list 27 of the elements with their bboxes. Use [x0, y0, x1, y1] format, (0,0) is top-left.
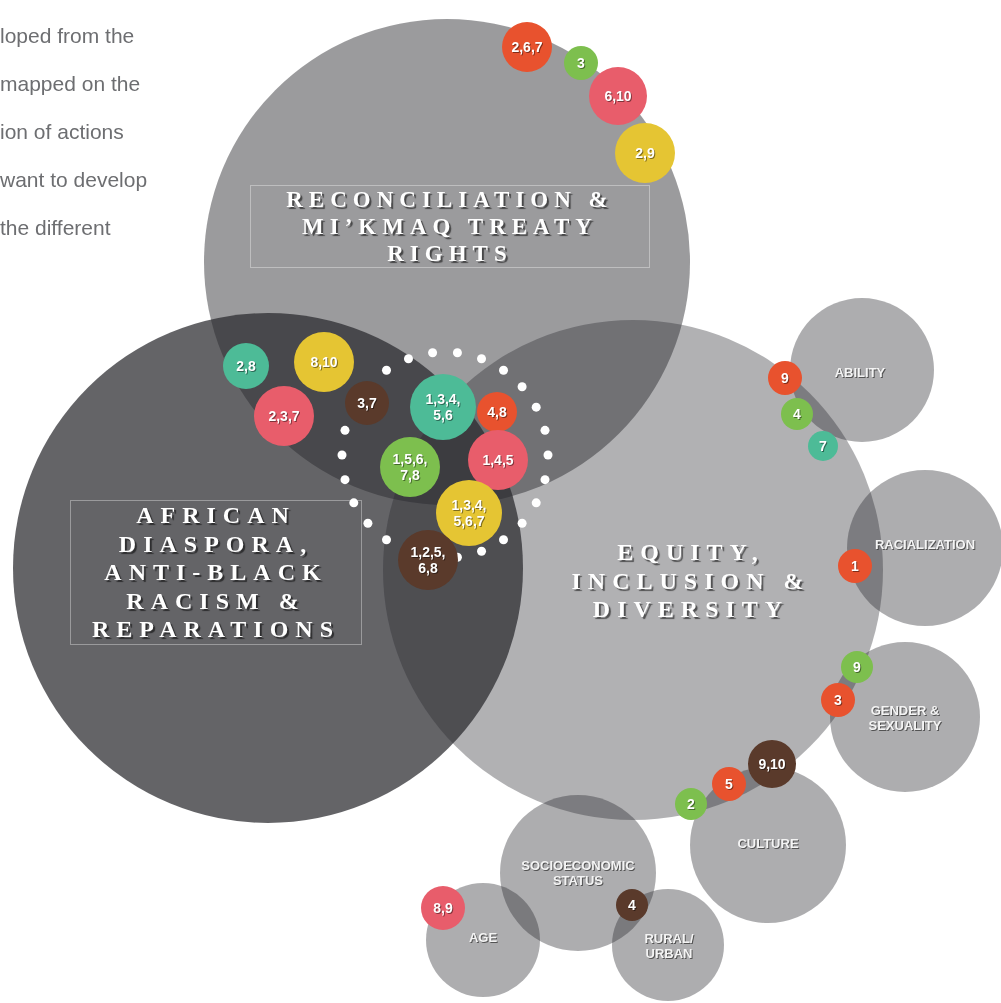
action-number-badge: 4,8 [477, 392, 517, 432]
action-number-badge: 2,6,7 [502, 22, 552, 72]
subtopic-label: SOCIOECONOMIC STATUS [520, 858, 636, 888]
action-number-badge: 8,9 [421, 886, 465, 930]
subtopic-label: CULTURE [736, 836, 800, 851]
subtopic-label: ABILITY [833, 365, 887, 380]
action-number-badge: 3 [821, 683, 855, 717]
action-number-badge: 6,10 [589, 67, 647, 125]
action-number-badge: 2,9 [615, 123, 675, 183]
action-number-badge: 9 [768, 361, 802, 395]
action-number-badge: 4 [616, 889, 648, 921]
action-number-badge: 9 [841, 651, 873, 683]
topic-title: EQUITY, INCLUSION & DIVERSITY [570, 538, 812, 624]
topic-title: RECONCILIATION & MI’KMAQ TREATY RIGHTS [250, 185, 650, 268]
subtopic-label: RURAL/ URBAN [643, 931, 695, 961]
intro-paragraph: loped from the mapped on the ion of actions want to develop the different [0, 23, 149, 241]
action-number-badge: 1,4,5 [468, 430, 528, 490]
subtopic-label: AGE [467, 930, 499, 945]
action-number-badge: 5 [712, 767, 746, 801]
action-number-badge: 1 [838, 549, 872, 583]
action-number-badge: 4 [781, 398, 813, 430]
action-number-badge: 7 [808, 431, 838, 461]
action-number-badge: 3 [564, 46, 598, 80]
subtopic-label: GENDER & SEXUALITY [867, 703, 943, 733]
action-number-badge: 9,10 [748, 740, 796, 788]
subtopic-label: RACIALIZATION [873, 537, 977, 552]
topic-title: AFRICAN DIASPORA, ANTI-BLACK RACISM & REPARATIONS [70, 500, 362, 645]
